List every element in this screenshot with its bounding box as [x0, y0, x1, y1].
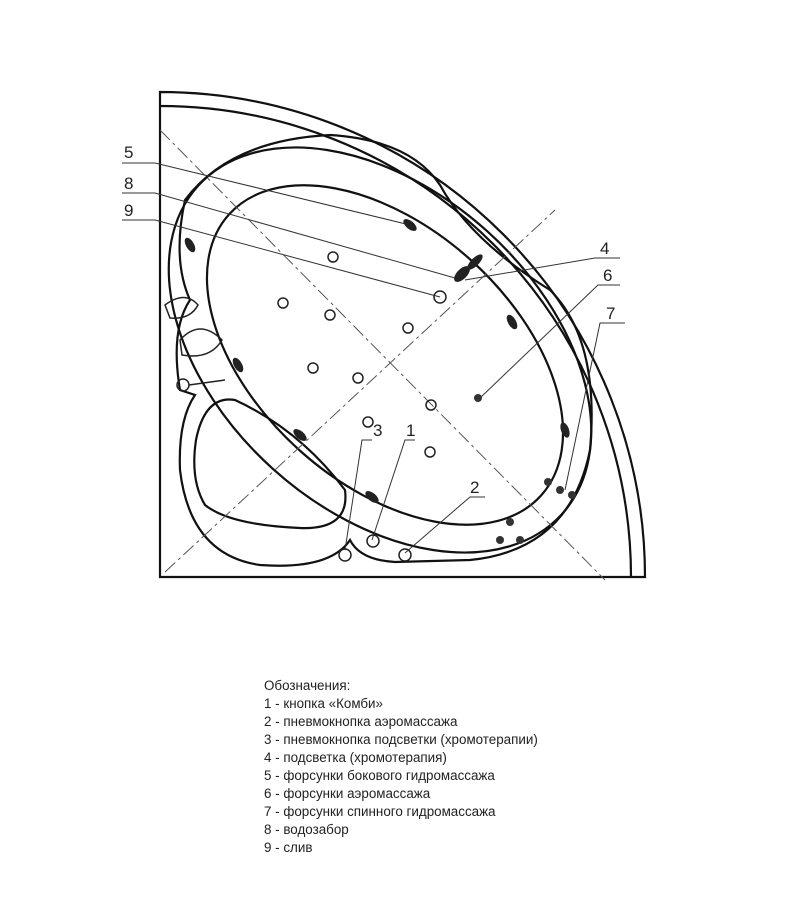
bowl-outer	[167, 146, 593, 554]
callout-6: 6	[603, 266, 612, 285]
callout-3: 3	[373, 421, 382, 440]
legend-title: Обозначения:	[264, 678, 351, 693]
rim-contour	[175, 133, 593, 567]
legend-item: 3 - пневмокнопка подсветки (хромотерапии…	[264, 732, 538, 747]
legend-item: 5 - форсунки бокового гидромассажа	[264, 768, 495, 783]
callout-7: 7	[606, 304, 615, 323]
legend-item: 7 - форсунки спинного гидромассажа	[264, 804, 496, 819]
legend-item: 8 - водозабор	[264, 822, 349, 837]
legend-item: 1 - кнопка «Комби»	[264, 696, 383, 711]
outer-contour	[158, 90, 647, 579]
seat	[193, 398, 347, 530]
legend-item: 4 - подсветка (хромотерапия)	[264, 750, 447, 765]
legend-item: 6 - форсунки аэромассажа	[264, 786, 431, 801]
legend-item: 2 - пневмокнопка аэромассажа	[264, 714, 458, 729]
outer-rim-arc	[159, 104, 633, 578]
callout-4: 4	[600, 239, 609, 258]
callout-1: 1	[406, 421, 415, 440]
legend-item: 9 - слив	[264, 840, 313, 855]
callout-8: 8	[124, 174, 133, 193]
callout-5: 5	[124, 143, 133, 162]
callout-2: 2	[470, 478, 479, 497]
bowl-inner	[205, 184, 565, 526]
legend: Обозначения: 1 - кнопка «Комби» 2 - пнев…	[264, 677, 538, 857]
callout-9: 9	[124, 201, 133, 220]
